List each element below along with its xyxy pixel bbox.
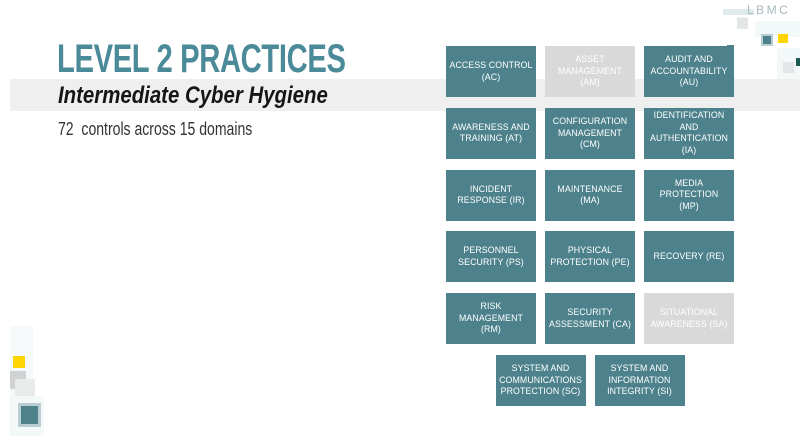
domain-box: SYSTEM AND INFORMATION INTEGRITY (SI) — [594, 354, 685, 406]
domain-grid-row: INCIDENT RESPONSE (IR) MAINTENANCE (MA) ME… — [446, 169, 734, 221]
domain-box: CONFIGURATION MANAGEMENT (CM) — [545, 107, 635, 159]
domain-box: RECOVERY (RE) — [644, 231, 734, 283]
domain-box-label: IDENTIFICATION AND AUTHENTICATION (IA) — [650, 110, 728, 155]
domain-box-label: INCIDENT RESPONSE (IR) — [457, 183, 525, 206]
domain-box: MAINTENANCE (MA) — [545, 169, 635, 221]
domain-box-label: RECOVERY (RE) — [653, 251, 725, 262]
decor-teal-square-bottom-left — [18, 403, 41, 427]
domain-grid-row: ACCESS CONTROL (AC) ASSET MANAGEMENT (AM)… — [446, 46, 734, 97]
domain-box: AUDIT AND ACCOUNTABILITY (AU) — [644, 46, 734, 97]
subtitle: Intermediate Cyber Hygiene — [58, 82, 328, 109]
domain-box-label: PERSONNEL SECURITY (PS) — [458, 245, 524, 267]
domain-box-label: MEDIA PROTECTION (MP) — [659, 177, 719, 211]
domain-box: IDENTIFICATION AND AUTHENTICATION (IA) — [644, 107, 734, 159]
domain-box-label: CONFIGURATION MANAGEMENT (CM) — [552, 116, 628, 150]
domain-box: ASSET MANAGEMENT (AM) — [545, 46, 635, 97]
domain-box: SECURITY ASSESSMENT (CA) — [545, 293, 635, 345]
decor-gray-square-bottom-left-2 — [15, 379, 35, 396]
domain-grid-row: SYSTEM AND COMMUNICATIONS PROTECTION (SC… — [446, 354, 734, 406]
decor-dark-teal-square-top-right — [796, 58, 800, 66]
domain-box-label: SYSTEM AND INFORMATION INTEGRITY (SI) — [607, 363, 672, 397]
domain-box-label: ASSET MANAGEMENT (AM) — [557, 54, 623, 88]
decor-yellow-square-top-right — [778, 34, 788, 43]
domain-box: AWARENESS AND TRAINING (AT) — [446, 107, 536, 159]
decor-gray-square-top-right — [737, 18, 748, 29]
domain-box: PERSONNEL SECURITY (PS) — [446, 231, 536, 283]
page-title: LEVEL 2 PRACTICES — [57, 37, 346, 81]
decor-panel-top-right-1 — [755, 21, 800, 37]
domain-box-label: SYSTEM AND COMMUNICATIONS PROTECTION (SC… — [499, 363, 582, 397]
domain-box: MEDIA PROTECTION (MP) — [644, 169, 734, 221]
lbmc-logo-text: LBMC — [747, 3, 791, 17]
domain-box: SITUATIONAL AWARENESS (SA) — [644, 293, 734, 345]
domain-box: ACCESS CONTROL (AC) — [446, 46, 536, 97]
domain-grid-row: RISK MANAGEMENT (RM) SECURITY ASSESSMENT … — [446, 293, 734, 345]
domain-box-label: SECURITY ASSESSMENT (CA) — [549, 307, 631, 329]
domain-box: PHYSICAL PROTECTION (PE) — [545, 231, 635, 283]
domain-grid-row: AWARENESS AND TRAINING (AT) CONFIGURATION… — [446, 107, 734, 159]
domain-box-label: PHYSICAL PROTECTION (PE) — [550, 245, 630, 267]
domain-box: SYSTEM AND COMMUNICATIONS PROTECTION (SC… — [495, 354, 586, 406]
domain-box-label: ACCESS CONTROL (AC) — [449, 60, 533, 82]
domain-box-label: SITUATIONAL AWARENESS (SA) — [650, 307, 728, 329]
domain-box: INCIDENT RESPONSE (IR) — [446, 169, 536, 221]
domain-box: RISK MANAGEMENT (RM) — [446, 293, 536, 345]
domain-box-label: MAINTENANCE (MA) — [557, 183, 623, 206]
domain-box-label: RISK MANAGEMENT (RM) — [458, 301, 524, 335]
controls-summary: 72 controls across 15 domains — [58, 119, 253, 139]
domain-box-label: AWARENESS AND TRAINING (AT) — [452, 121, 530, 144]
domain-grid-row: PERSONNEL SECURITY (PS) PHYSICAL PROTECTI… — [446, 231, 734, 283]
decor-teal-square-top-right — [761, 34, 773, 46]
domain-grid: ACCESS CONTROL (AC) ASSET MANAGEMENT (AM)… — [446, 46, 734, 417]
lbmc-logo-bar — [723, 9, 754, 15]
decor-gray-square-top-right-2 — [783, 62, 794, 73]
domain-box-label: AUDIT AND ACCOUNTABILITY (AU) — [650, 54, 728, 88]
decor-yellow-square-bottom-left — [13, 356, 25, 368]
